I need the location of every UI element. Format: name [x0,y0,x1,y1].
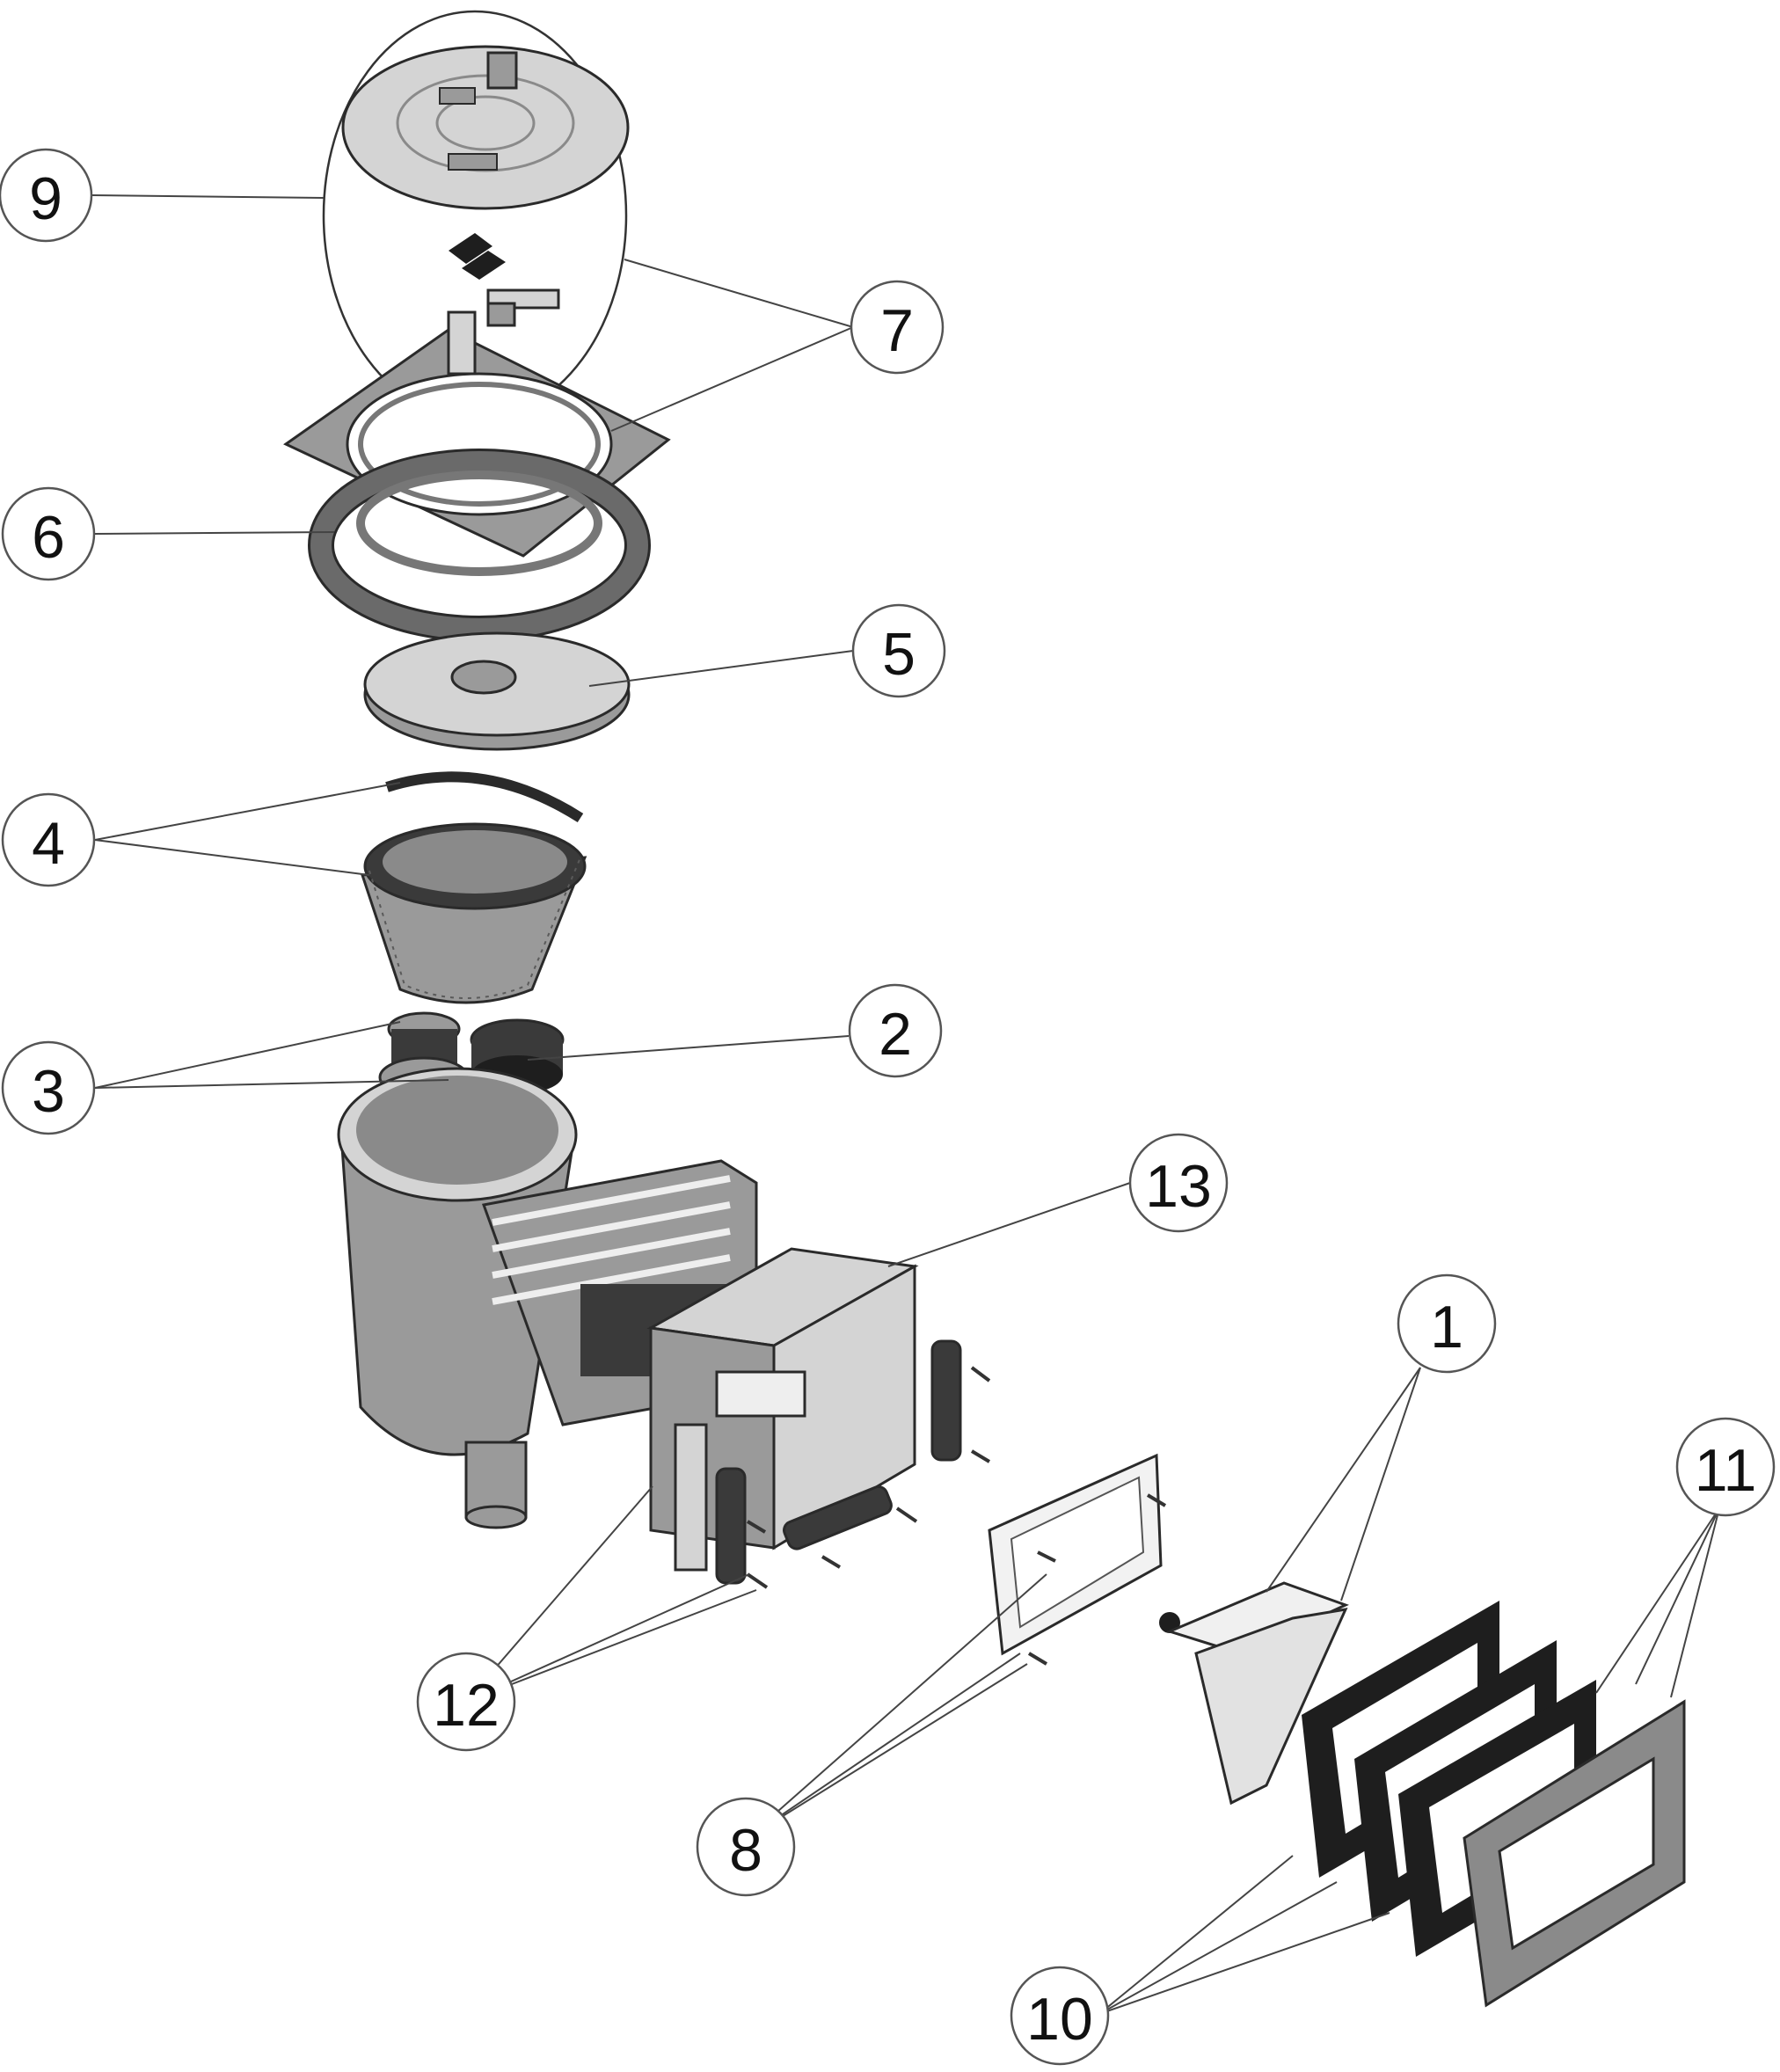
callout-7: 7 [850,280,945,375]
vacuum-plate [363,631,631,751]
callout-label-7: 7 [880,297,914,364]
callout-11: 11 [1675,1417,1776,1517]
callout-label-6: 6 [32,504,65,571]
callout-label-3: 3 [32,1058,65,1125]
callout-5: 5 [851,603,946,698]
equalizer-cap [470,1018,565,1094]
callout-label-9: 9 [29,165,62,232]
callout-9: 9 [0,148,93,243]
callout-label-5: 5 [882,621,916,688]
callout-label-12: 12 [433,1672,500,1739]
callout-12: 12 [416,1652,516,1752]
callout-13: 13 [1128,1133,1229,1233]
callout-4: 4 [1,792,96,887]
weir-flap [1165,1581,1349,1806]
callout-1: 1 [1397,1273,1497,1374]
callout-label-8: 8 [729,1817,762,1884]
callout-label-11: 11 [1695,1437,1757,1504]
adjustable-collar [308,449,651,642]
screws-group [746,1366,991,1589]
callout-label-1: 1 [1430,1294,1463,1361]
callout-10: 10 [1010,1966,1110,2066]
lid-latch [449,233,560,327]
callout-8: 8 [696,1797,796,1897]
gaskets-and-faceplate [1302,1601,1686,2008]
callout-label-2: 2 [879,1001,912,1068]
strainer-basket [360,771,587,1004]
face-plate-frame [988,1453,1180,1666]
skimmer-lid [341,45,630,210]
callout-label-4: 4 [32,810,65,877]
callout-2: 2 [848,983,943,1078]
callout-label-13: 13 [1145,1153,1212,1220]
callout-3: 3 [1,1040,96,1135]
clamp-bars [674,1339,962,1585]
callout-6: 6 [1,486,96,581]
callout-label-10: 10 [1026,1986,1093,2053]
